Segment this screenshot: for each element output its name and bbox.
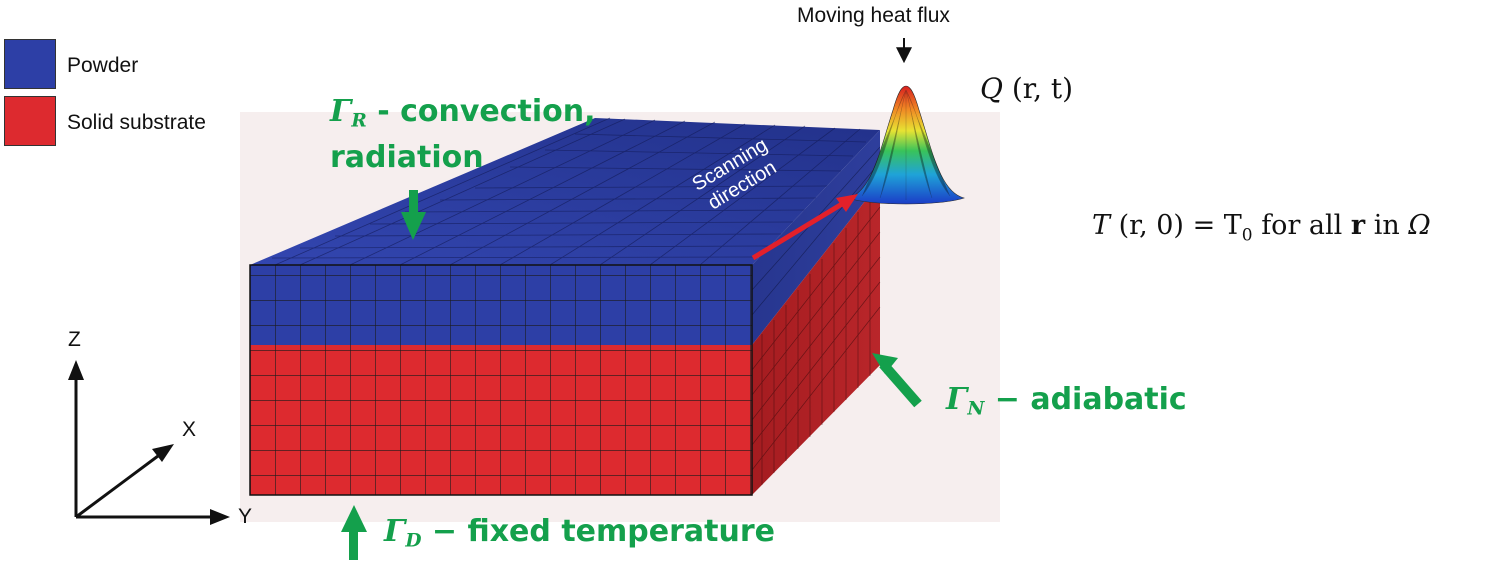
gamma-r-symbol: Γ <box>330 94 352 129</box>
z-axis-label: Z <box>68 328 81 351</box>
coordinate-axes <box>74 378 212 519</box>
scan-direction-arrow <box>751 201 844 261</box>
gamma-n-arrow <box>872 353 922 408</box>
heat-source-equation: Q (r, t) <box>980 72 1073 105</box>
powder-side-face <box>752 130 880 345</box>
gamma-d-arrow <box>341 505 367 560</box>
powder-top-face <box>250 118 880 265</box>
side-mesh <box>751 197 881 485</box>
gamma-d-text: − fixed temperature <box>421 514 775 549</box>
gamma-r-text: - convection, <box>366 94 596 129</box>
gamma-r-text-line2: radiation <box>330 139 484 175</box>
y-axis-label: Y <box>238 505 253 528</box>
gamma-n-label: ΓN − adiabatic <box>946 382 1187 420</box>
initial-condition-equation: T (r, 0) = T0 for all r in Ω <box>1092 210 1431 245</box>
init-t-symbol: T <box>1092 210 1111 241</box>
init-omega: Ω <box>1408 210 1431 241</box>
init-text-1: for all <box>1252 210 1351 241</box>
powder-top-mesh <box>271 117 867 266</box>
init-rhs-sub: 0 <box>1241 225 1253 246</box>
front-mesh <box>250 265 752 495</box>
gamma-n-text: − adiabatic <box>984 382 1187 417</box>
x-axis-arrowhead <box>152 444 174 462</box>
gamma-d-subscript: D <box>405 530 422 552</box>
legend-label-powder: Powder <box>67 54 139 77</box>
init-r: r <box>1350 210 1366 241</box>
gamma-n-subscript: N <box>967 398 985 420</box>
q-args: (r, t) <box>1011 72 1074 105</box>
heat-flux-peak <box>846 85 966 205</box>
init-args: (r, 0) <box>1118 210 1184 241</box>
q-symbol: Q <box>980 72 1003 105</box>
gamma-d-symbol: Γ <box>384 514 406 549</box>
legend-swatch-powder <box>4 39 56 89</box>
heat-flux-label: Moving heat flux <box>797 4 950 27</box>
gamma-d-label: ΓD − fixed temperature <box>384 514 775 552</box>
gamma-r-subscript: R <box>351 110 367 132</box>
gamma-r-label: ΓR - convection, radiation <box>330 94 596 176</box>
init-text-2: in <box>1365 210 1409 241</box>
init-rhs: = T <box>1192 210 1242 241</box>
legend-swatch-substrate <box>4 96 56 146</box>
z-axis-arrowhead <box>68 360 84 380</box>
x-axis-label: X <box>182 418 197 441</box>
y-axis-arrowhead <box>210 509 230 525</box>
legend-label-substrate: Solid substrate <box>67 111 206 134</box>
gamma-n-symbol: Γ <box>946 382 968 417</box>
gamma-r-arrow <box>401 190 426 240</box>
